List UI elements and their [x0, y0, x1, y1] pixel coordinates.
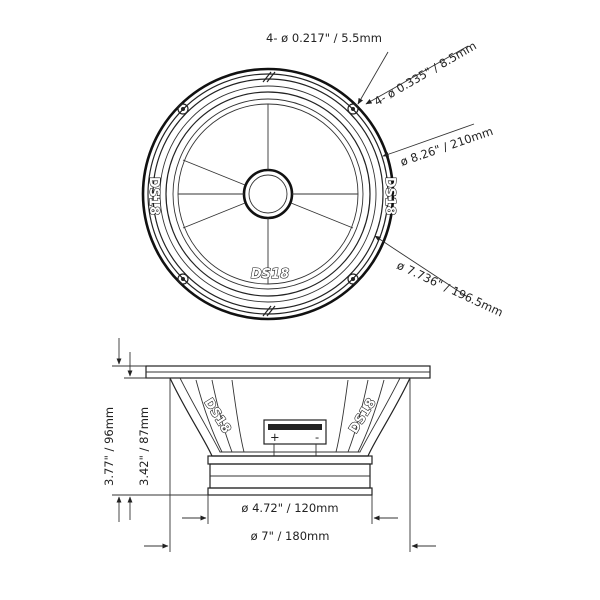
label-outer-diameter: ø 8.26" / 210mm	[398, 124, 494, 169]
gasket-slant-marks	[262, 71, 276, 317]
mounting-hole	[177, 103, 189, 115]
terminal-plus: +	[270, 430, 280, 444]
cone-line-diag-a	[182, 159, 246, 186]
outer-rim	[141, 67, 395, 321]
dust-cap-outer	[242, 168, 294, 220]
brand-logo-bottom: DS18	[251, 267, 289, 282]
magnet-top-plate	[207, 455, 373, 465]
leader-hole-large	[365, 45, 469, 105]
label-mounting-depth: 3.42" / 87mm	[137, 407, 151, 486]
leader-outer-diameter	[394, 123, 475, 153]
terminal-minus: -	[315, 430, 319, 444]
brand-logo-side-left: DS18	[200, 396, 233, 436]
brand-logo-right: DS18	[382, 177, 397, 215]
label-frame-diameter: ø 7" / 180mm	[251, 529, 330, 543]
label-hole-large: 4- ø 0.335" / 8.5mm	[372, 39, 479, 109]
gasket-ring-inner	[159, 85, 377, 303]
dust-cap-inner	[248, 174, 288, 214]
label-hole-small: 4- ø 0.217" / 5.5mm	[266, 31, 382, 45]
label-cutout-diameter: ø 7.736" / 196.5mm	[395, 258, 506, 319]
leader-cutout-diameter-arrow	[374, 235, 394, 249]
magnet-back-plate	[207, 487, 373, 496]
surround-inner	[172, 98, 364, 290]
terminal-block	[263, 419, 327, 445]
leader-outer-diameter-arrow	[382, 151, 396, 157]
front-view: DS18 DS18 DS18 4- ø 0.217" / 5.5mm 4- ø …	[141, 31, 506, 321]
basket-ribs	[195, 379, 385, 453]
leader-hole-small	[357, 51, 389, 105]
mounting-hole	[347, 273, 359, 285]
brand-logo-side-right: DS18	[347, 396, 380, 436]
side-view: DS18 DS18 + - 3.77" / 96mm 3.42" / 87mm …	[102, 338, 436, 552]
cone-line-diag-b	[290, 202, 354, 229]
mounting-hole	[347, 103, 359, 115]
mounting-hole	[177, 273, 189, 285]
leader-cutout-diameter	[392, 247, 467, 297]
cone-line-diag-c	[182, 202, 246, 229]
surround-outer	[165, 91, 371, 297]
label-magnet-diameter: ø 4.72" / 120mm	[241, 501, 338, 515]
brand-logo-left: DS18	[146, 177, 161, 215]
label-total-height: 3.77" / 96mm	[102, 407, 116, 486]
